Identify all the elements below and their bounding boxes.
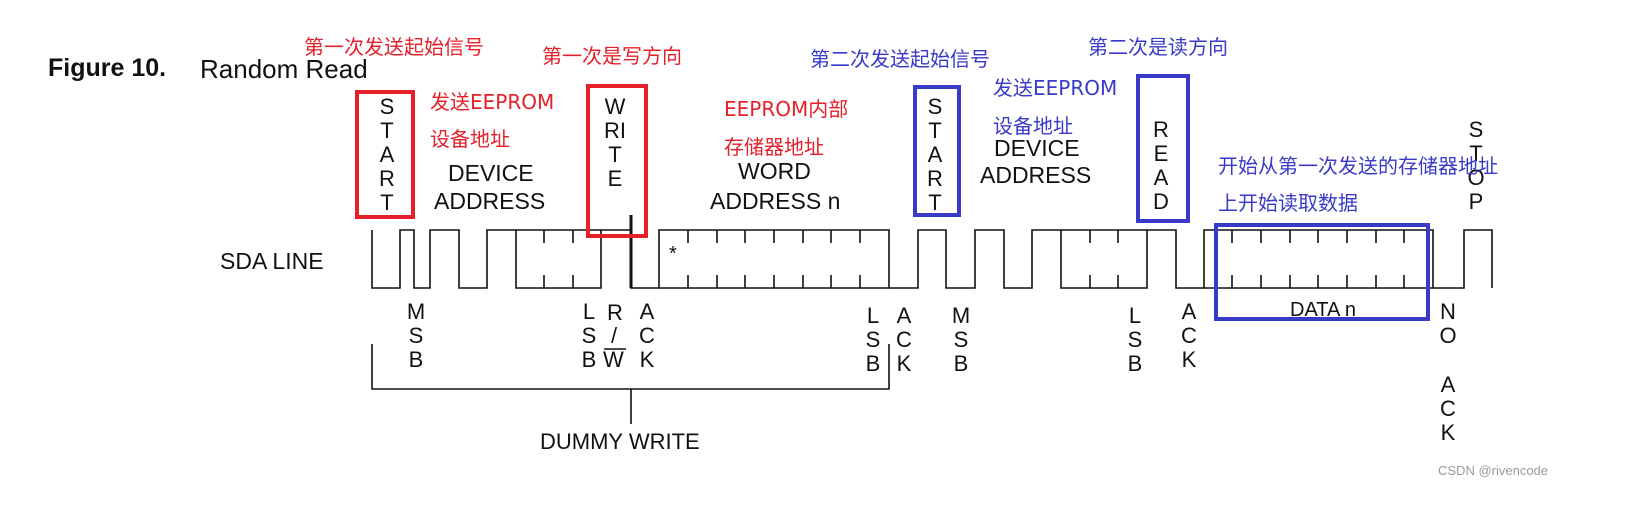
asterisk-mark: * bbox=[669, 243, 677, 265]
msb1-label: MSB bbox=[406, 299, 426, 372]
annotation-eeprom-internal-2: 存储器地址 bbox=[724, 135, 824, 159]
lsb1-label: LSB bbox=[581, 299, 597, 372]
annotation-first-write: 第一次是写方向 bbox=[542, 44, 682, 68]
annotation-second-read: 第二次是读方向 bbox=[1088, 35, 1228, 59]
annotation-second-start: 第二次发送起始信号 bbox=[810, 47, 990, 71]
annotation-read-from-1: 开始从第一次发送的存储器地址 bbox=[1218, 154, 1498, 178]
ack1-label: ACK bbox=[639, 299, 655, 372]
annotation-first-start: 第一次发送起始信号 bbox=[304, 35, 484, 59]
rw-w-label: W bbox=[603, 347, 624, 372]
data-n-label: DATA n bbox=[1290, 299, 1356, 321]
start2-label: START bbox=[927, 94, 943, 215]
msb2-label: MSB bbox=[951, 303, 971, 376]
annotation-eeprom-internal-1: EEPROM内部 bbox=[724, 97, 849, 121]
annotation-send-eeprom-2: 发送EEPROM bbox=[993, 76, 1118, 100]
figure-number: Figure 10. bbox=[48, 54, 167, 82]
dummy-write-bracket bbox=[371, 344, 890, 424]
sda-line-label: SDA LINE bbox=[220, 248, 324, 274]
write-label: WRITE bbox=[604, 94, 626, 191]
device-address-1-line1: DEVICE bbox=[448, 160, 534, 186]
read-highlight-box bbox=[1136, 74, 1190, 223]
no-label: NO bbox=[1439, 299, 1457, 348]
rw-r-label: R bbox=[607, 300, 623, 325]
figure-title: Random Read bbox=[200, 54, 368, 84]
device-address-1-line2: ADDRESS bbox=[434, 188, 546, 214]
start1-label: START bbox=[379, 94, 395, 215]
data-highlight-box bbox=[1214, 223, 1430, 321]
word-address-line1: WORD bbox=[738, 158, 811, 184]
device-address-2-line2: ADDRESS bbox=[980, 162, 1092, 188]
write-highlight-box bbox=[586, 84, 648, 238]
ack4-label: ACK bbox=[1440, 372, 1456, 445]
annotation-read-from-2: 上开始读取数据 bbox=[1218, 191, 1358, 215]
read-label: READ bbox=[1153, 117, 1169, 214]
ack3-label: ACK bbox=[1181, 299, 1197, 372]
start1-highlight-box bbox=[355, 90, 415, 219]
annotation-device-addr-2: 设备地址 bbox=[993, 114, 1073, 138]
dummy-write-label: DUMMY WRITE bbox=[540, 429, 700, 454]
sda-signal-path bbox=[371, 229, 1493, 289]
annotation-device-addr-1: 设备地址 bbox=[430, 127, 510, 151]
lsb3-label: LSB bbox=[1127, 303, 1143, 376]
device-address-2-line1: DEVICE bbox=[994, 135, 1080, 161]
start2-highlight-box bbox=[913, 85, 961, 217]
lsb2-label: LSB bbox=[865, 303, 881, 376]
annotation-send-eeprom-1: 发送EEPROM bbox=[430, 90, 555, 114]
stop-label: STOP bbox=[1467, 117, 1485, 214]
ack2-label: ACK bbox=[896, 303, 912, 376]
watermark: CSDN @rivencode bbox=[1438, 463, 1549, 478]
word-address-line2: ADDRESS n bbox=[710, 188, 841, 214]
rw-slash-label: / bbox=[611, 323, 618, 348]
